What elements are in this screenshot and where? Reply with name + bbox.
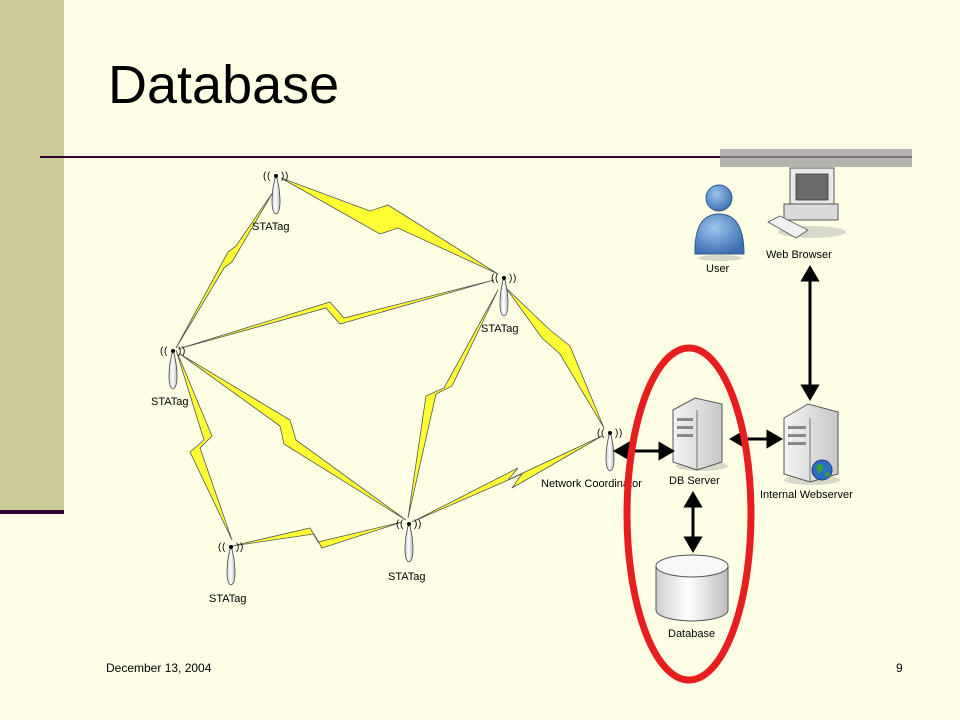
statag-top: (( )) [263, 171, 288, 215]
highlight-ring [623, 344, 755, 684]
left-sidebar-accent [0, 510, 64, 514]
svg-text:(: ( [396, 519, 400, 530]
svg-text:(: ( [160, 346, 164, 357]
footer-date: December 13, 2004 [106, 661, 212, 675]
label-statag-bottom-mid: STATag [388, 571, 426, 583]
label-statag-left: STATag [151, 396, 189, 408]
svg-text:): ) [281, 171, 284, 182]
label-network-coordinator: Network Coordinator [541, 478, 642, 490]
link-right-bottommid [407, 289, 499, 519]
label-web-browser: Web Browser [766, 249, 832, 261]
link-left-bottomleft [175, 349, 233, 541]
globe-icon [811, 459, 833, 481]
network-coordinator-node: (( )) [597, 428, 622, 472]
svg-text:): ) [513, 273, 516, 284]
statag-bottom-left: (( )) [218, 542, 243, 586]
label-statag-bottom-left: STATag [209, 593, 247, 605]
link-left-right [177, 279, 495, 350]
statag-right: (( )) [491, 273, 516, 317]
label-database: Database [668, 628, 715, 640]
title-rule-accent [720, 149, 912, 167]
svg-text:(: ( [491, 273, 495, 284]
svg-text:): ) [509, 273, 512, 284]
svg-text:(: ( [218, 542, 222, 553]
svg-text:(: ( [400, 519, 404, 530]
db-server-icon [672, 397, 728, 471]
mesh-links [175, 177, 605, 549]
slide-title: Database [108, 55, 340, 115]
label-statag-right: STATag [481, 323, 519, 335]
svg-text:(: ( [601, 428, 605, 439]
statag-bottom-mid: (( )) [396, 519, 421, 563]
label-user: User [706, 263, 730, 275]
svg-text:): ) [414, 519, 417, 530]
page-number: 9 [896, 661, 903, 675]
link-top-right [280, 177, 499, 275]
svg-text:(: ( [597, 428, 601, 439]
database-cylinder-icon [655, 554, 729, 622]
label-internal-webserver: Internal Webserver [760, 489, 853, 501]
link-top-left [175, 191, 274, 349]
svg-text:): ) [418, 519, 421, 530]
svg-text:): ) [615, 428, 618, 439]
label-statag-top: STATag [252, 221, 290, 233]
svg-text:): ) [619, 428, 622, 439]
user-icon [694, 184, 745, 261]
svg-text:): ) [285, 171, 288, 182]
link-bottommid-coordinator [411, 435, 603, 523]
link-left-bottommid [179, 353, 407, 521]
link-right-coordinator [505, 287, 605, 429]
svg-text:(: ( [263, 171, 267, 182]
svg-text:(: ( [267, 171, 271, 182]
svg-text:): ) [240, 542, 243, 553]
computer-icon [767, 167, 846, 239]
statag-left: (( )) [160, 346, 185, 390]
svg-text:(: ( [495, 273, 499, 284]
label-db-server: DB Server [669, 475, 720, 487]
svg-text:(: ( [164, 346, 168, 357]
left-sidebar-bar [0, 0, 64, 510]
svg-text:): ) [178, 346, 181, 357]
svg-text:): ) [182, 346, 185, 357]
svg-text:(: ( [222, 542, 226, 553]
svg-text:): ) [236, 542, 239, 553]
link-bottomleft-bottommid [231, 521, 403, 549]
